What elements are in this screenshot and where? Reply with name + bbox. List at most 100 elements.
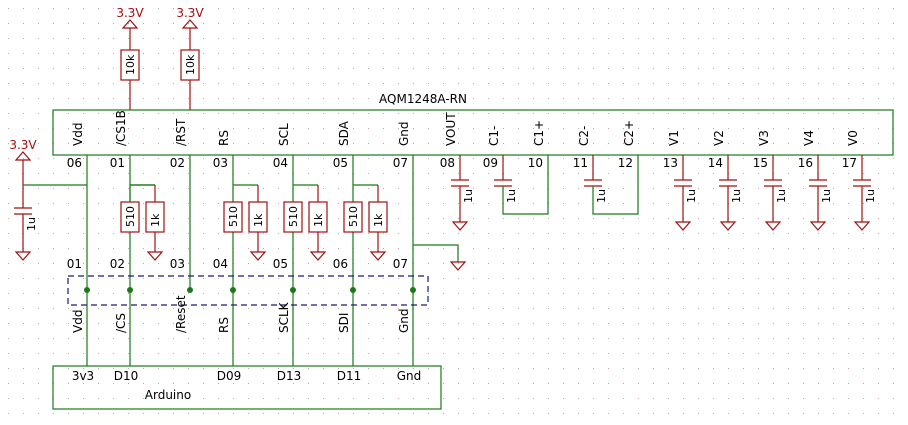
grid-dot: [323, 308, 324, 309]
grid-dot: [338, 323, 339, 324]
grid-dot: [818, 128, 819, 129]
connector-junction[interactable]: [187, 287, 193, 293]
grid-dot: [368, 143, 369, 144]
grid-dot: [173, 38, 174, 39]
grid-dot: [278, 53, 279, 54]
grid-dot: [188, 338, 189, 339]
grid-dot: [653, 353, 654, 354]
grid-dot: [653, 188, 654, 189]
arduino-box[interactable]: [52, 365, 442, 410]
grid-dot: [263, 23, 264, 24]
connector-junction[interactable]: [410, 287, 416, 293]
grid-dot: [218, 128, 219, 129]
grid-dot: [758, 368, 759, 369]
grid-dot: [248, 248, 249, 249]
grid-dot: [818, 233, 819, 234]
resistor[interactable]: [145, 201, 165, 233]
grid-dot: [653, 278, 654, 279]
resistor[interactable]: [283, 201, 303, 233]
connector-junction[interactable]: [350, 287, 356, 293]
grid-dot: [443, 413, 444, 414]
grid-dot: [533, 128, 534, 129]
grid-dot: [218, 143, 219, 144]
capacitor-value: 1u: [775, 189, 788, 203]
grid-dot: [668, 23, 669, 24]
resistor[interactable]: [223, 201, 243, 233]
grid-dot: [578, 278, 579, 279]
grid-dot: [263, 113, 264, 114]
grid-dot: [263, 8, 264, 9]
grid-dot: [683, 368, 684, 369]
grid-dot: [683, 53, 684, 54]
grid-dot: [668, 218, 669, 219]
resistor[interactable]: [308, 201, 328, 233]
lcd-module-box[interactable]: [52, 109, 894, 156]
grid-dot: [263, 128, 264, 129]
resistor[interactable]: [120, 201, 140, 233]
grid-dot: [188, 203, 189, 204]
grid-dot: [473, 353, 474, 354]
lcd-pin-name: C2+: [622, 120, 636, 146]
connector-pin-number: 07: [393, 257, 408, 271]
grid-dot: [863, 188, 864, 189]
grid-dot: [743, 233, 744, 234]
grid-dot: [128, 128, 129, 129]
connector-junction[interactable]: [84, 287, 90, 293]
grid-dot: [548, 53, 549, 54]
grid-dot: [158, 38, 159, 39]
grid-dot: [443, 98, 444, 99]
ground-icon: [309, 251, 327, 261]
grid-dot: [308, 98, 309, 99]
grid-dot: [878, 23, 879, 24]
resistor[interactable]: [368, 201, 388, 233]
arduino-name: Arduino: [145, 388, 191, 402]
grid-dot: [653, 53, 654, 54]
grid-dot: [8, 368, 9, 369]
connector-junction[interactable]: [290, 287, 296, 293]
grid-dot: [83, 113, 84, 114]
grid-dot: [188, 8, 189, 9]
grid-dot: [398, 398, 399, 399]
grid-dot: [758, 218, 759, 219]
grid-dot: [323, 278, 324, 279]
grid-dot: [878, 383, 879, 384]
grid-dot: [593, 143, 594, 144]
grid-dot: [188, 248, 189, 249]
grid-dot: [668, 173, 669, 174]
resistor[interactable]: [343, 201, 363, 233]
connector-junction[interactable]: [127, 287, 133, 293]
connector-box[interactable]: [67, 275, 429, 306]
grid-dot: [668, 158, 669, 159]
grid-dot: [623, 113, 624, 114]
grid-dot: [638, 278, 639, 279]
resistor[interactable]: [120, 49, 140, 81]
resistor[interactable]: [248, 201, 268, 233]
resistor[interactable]: [180, 49, 200, 81]
grid-dot: [548, 143, 549, 144]
grid-dot: [623, 323, 624, 324]
grid-dot: [848, 23, 849, 24]
grid-dot: [218, 113, 219, 114]
connector-junction[interactable]: [230, 287, 236, 293]
grid-dot: [308, 143, 309, 144]
grid-dot: [698, 98, 699, 99]
grid-dot: [593, 293, 594, 294]
grid-dot: [608, 158, 609, 159]
grid-dot: [248, 158, 249, 159]
grid-dot: [533, 353, 534, 354]
grid-dot: [143, 8, 144, 9]
grid-dot: [473, 23, 474, 24]
grid-dot: [68, 398, 69, 399]
grid-dot: [833, 38, 834, 39]
grid-dot: [383, 323, 384, 324]
grid-dot: [608, 143, 609, 144]
grid-dot: [398, 83, 399, 84]
grid-dot: [773, 263, 774, 264]
grid-dot: [698, 203, 699, 204]
grid-dot: [308, 383, 309, 384]
grid-dot: [623, 98, 624, 99]
grid-dot: [773, 113, 774, 114]
grid-dot: [368, 413, 369, 414]
grid-dot: [578, 263, 579, 264]
grid-dot: [173, 263, 174, 264]
